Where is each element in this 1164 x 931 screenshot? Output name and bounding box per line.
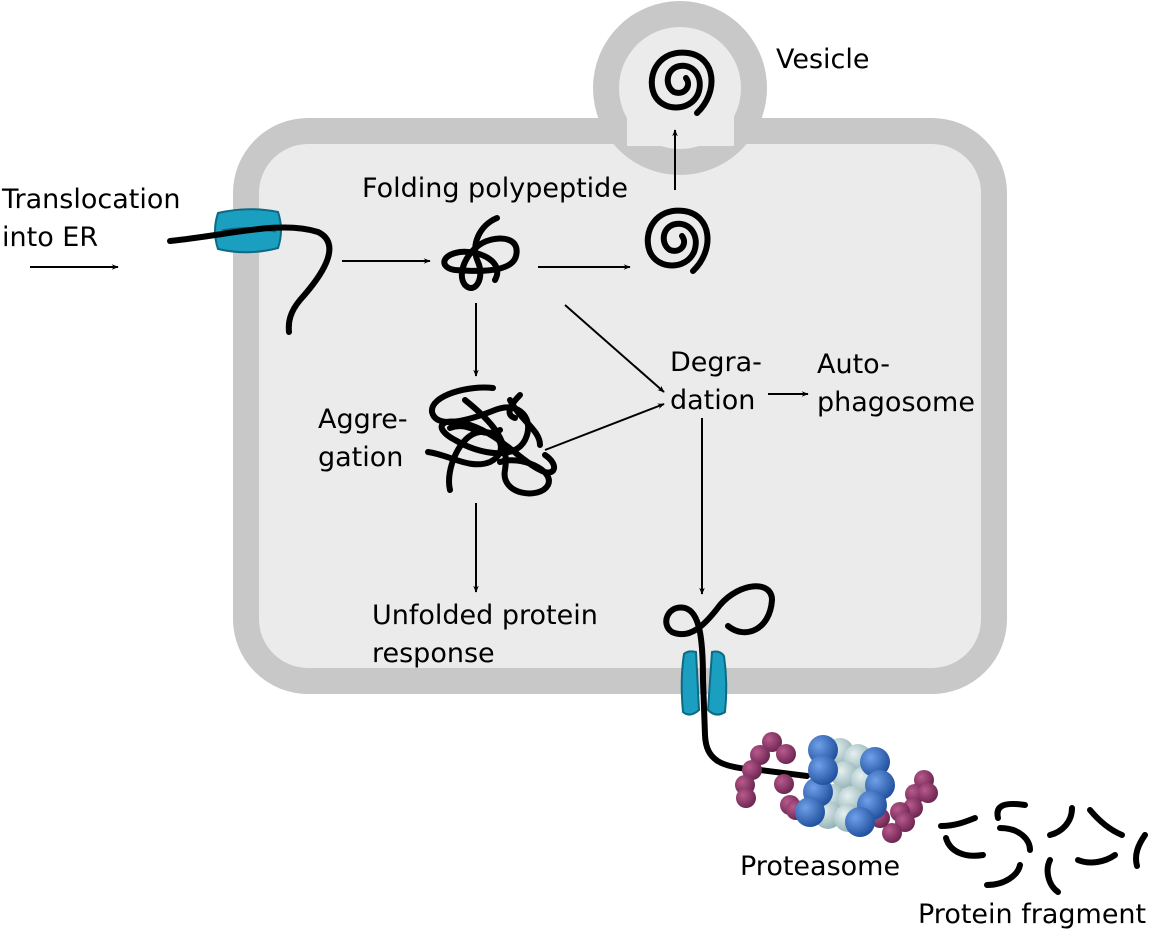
folding-label: Folding polypeptide <box>362 173 628 204</box>
folding-polypeptide-icon <box>441 215 520 291</box>
vesicle-spiral-icon <box>648 49 715 116</box>
upr-label-line1: Unfolded protein <box>372 600 598 631</box>
er-membrane <box>233 1 1007 694</box>
arrow-aggregation-to-degradation <box>544 403 665 451</box>
retrotranslocon-channel-icon <box>680 650 728 716</box>
protein-fragments-label: Protein fragment <box>918 899 1147 930</box>
translocation-label-line1: Translocation <box>2 184 181 215</box>
autophagosome-label-line2: phagosome <box>817 387 975 418</box>
arrow-folding-to-degradation <box>564 304 665 393</box>
vesicle-label: Vesicle <box>776 44 870 75</box>
aggregation-label-line2: gation <box>318 442 404 473</box>
autophagosome-label-line1: Auto- <box>817 349 890 380</box>
nascent-polypeptide <box>167 224 333 335</box>
aggregation-label-line1: Aggre- <box>318 404 408 435</box>
proteasome-label: Proteasome <box>740 851 901 882</box>
degradation-label-line2: dation <box>670 385 756 416</box>
upr-label-line2: response <box>372 638 495 669</box>
aggregation-tangle-icon <box>425 384 557 497</box>
folded-protein-spiral-icon <box>644 207 711 274</box>
protein-fragments-icon <box>938 800 1148 895</box>
translocation-label-line2: into ER <box>2 222 99 253</box>
retrotranslocated-polypeptide <box>663 583 810 779</box>
arrows <box>30 129 809 595</box>
proteasome-icon <box>735 732 938 843</box>
degradation-label-line1: Degra- <box>670 347 762 378</box>
